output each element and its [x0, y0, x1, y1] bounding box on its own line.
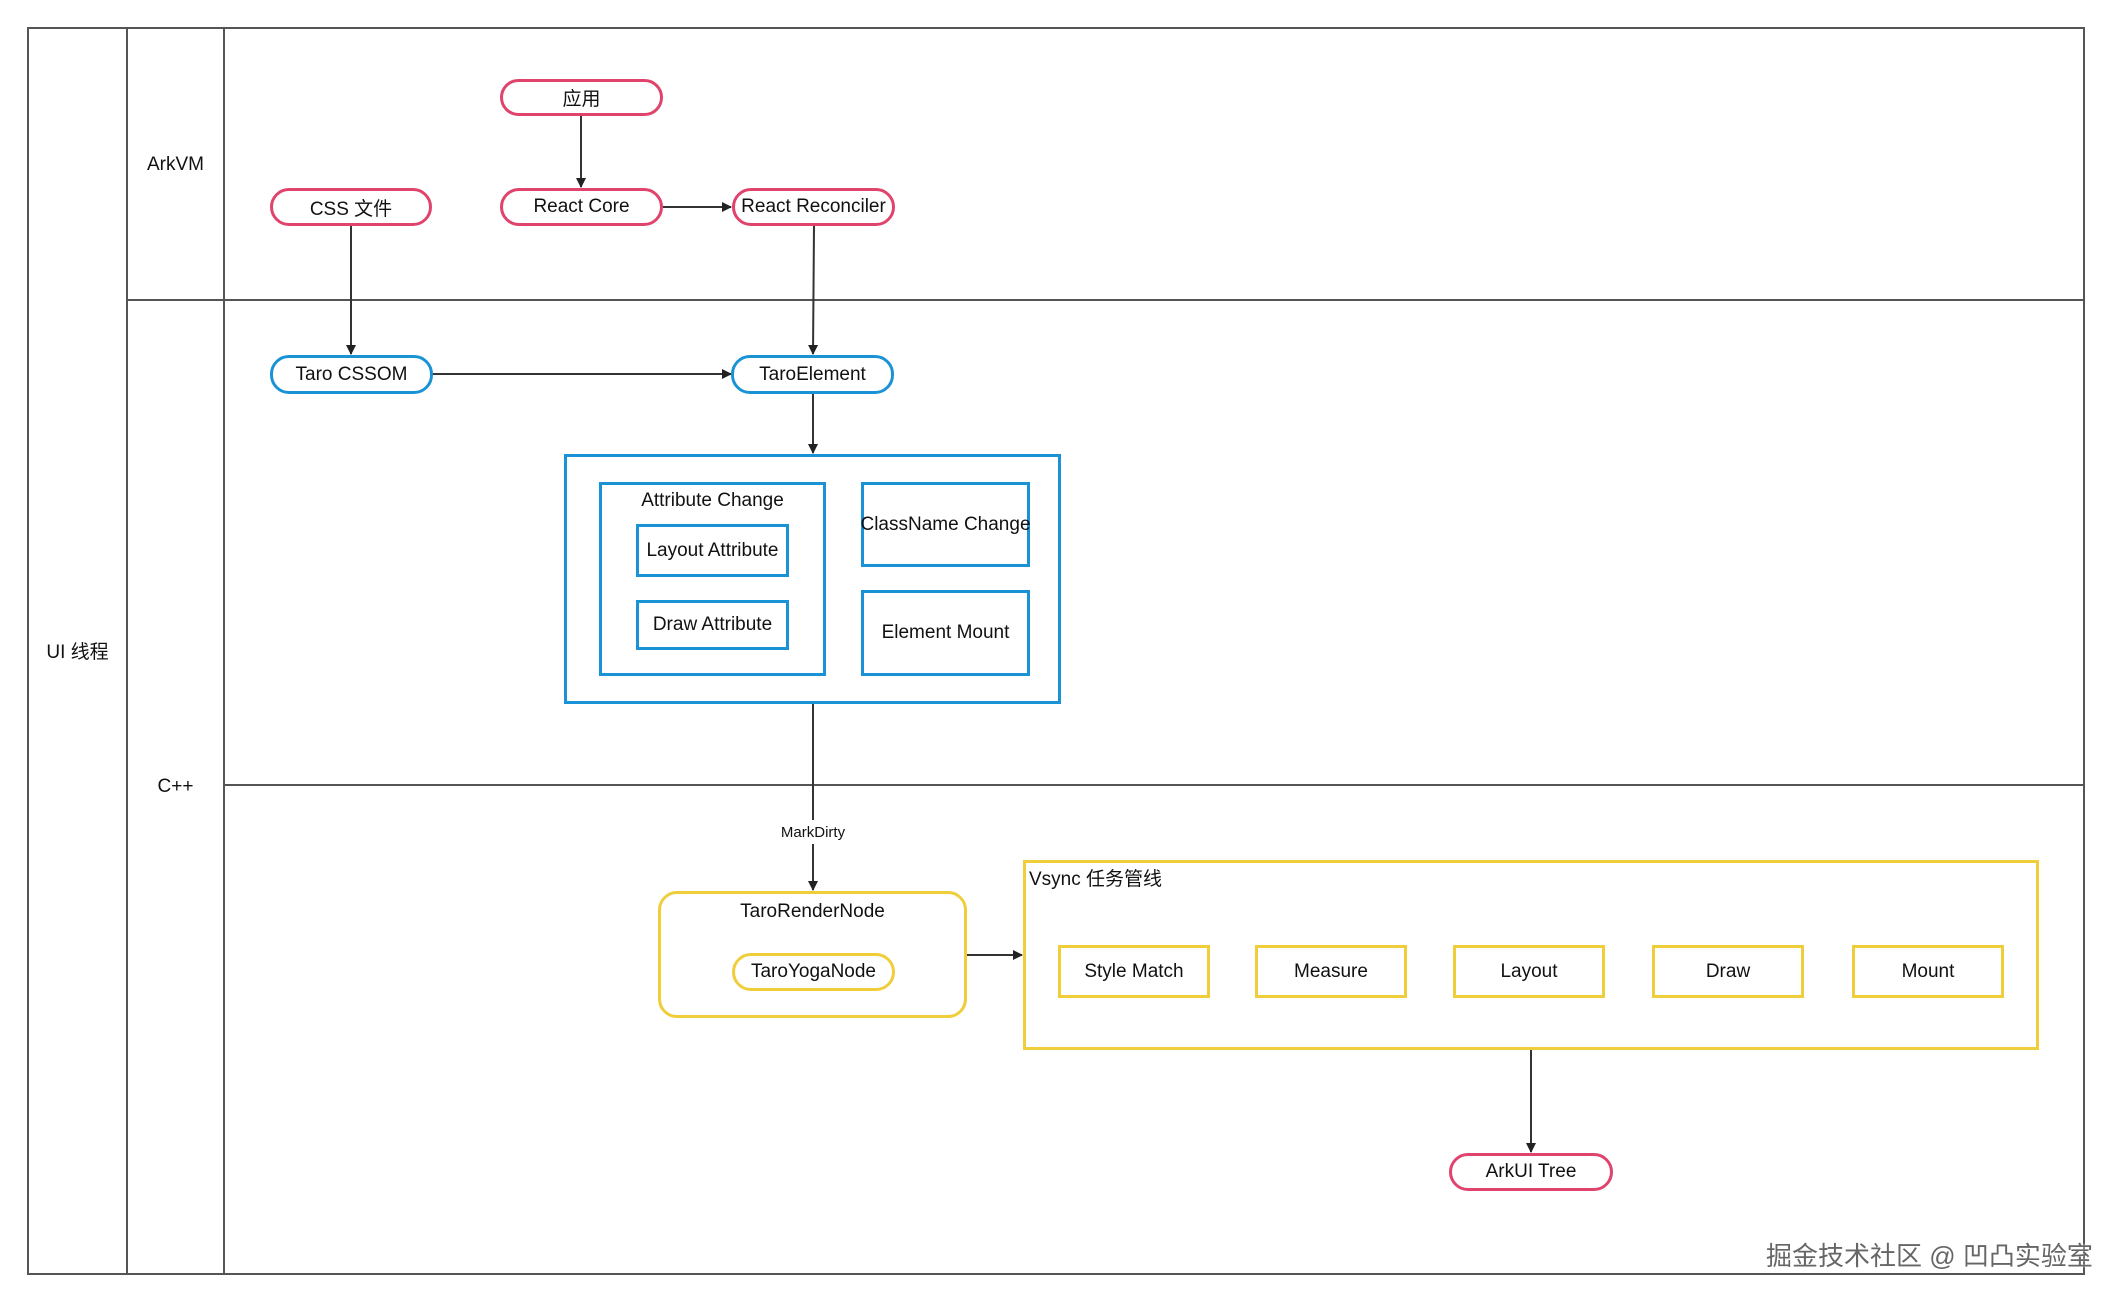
- edge-reconciler-to-taroelement: [808, 225, 819, 355]
- vsync-pipeline-title: Vsync 任务管线: [1029, 869, 1163, 890]
- node-taro-yoga-node: TaroYogaNode: [732, 953, 895, 991]
- node-element-mount: Element Mount: [861, 590, 1030, 676]
- edge-label-markdirty: MarkDirty: [772, 820, 854, 844]
- lane-label-cpp: C++: [157, 776, 194, 797]
- node-app: 应用: [500, 79, 663, 116]
- node-taro-cssom: Taro CSSOM: [270, 355, 433, 394]
- taro-render-node-title: TaroRenderNode: [740, 901, 885, 922]
- pipeline-step-style-match: Style Match: [1058, 945, 1210, 998]
- watermark: 掘金技术社区 @ 凹凸实验室: [1766, 1241, 2093, 1271]
- node-draw-attribute: Draw Attribute: [636, 600, 789, 650]
- node-arkui-tree: ArkUI Tree: [1449, 1153, 1613, 1191]
- node-classname-change: ClassName Change: [860, 482, 1031, 567]
- node-react-core: React Core: [500, 188, 663, 226]
- pipeline-step-measure: Measure: [1255, 945, 1407, 998]
- lane-label-ui-thread: UI 线程: [46, 641, 109, 663]
- lane-label-arkvm: ArkVM: [147, 154, 204, 175]
- attribute-change-title: Attribute Change: [641, 490, 784, 511]
- pipeline-step-draw: Draw: [1652, 945, 1804, 998]
- node-taro-element: TaroElement: [731, 355, 894, 394]
- pipeline-step-layout: Layout: [1453, 945, 1605, 998]
- node-layout-attribute: Layout Attribute: [636, 524, 789, 577]
- node-css-file: CSS 文件: [270, 188, 432, 226]
- node-react-reconciler: React Reconciler: [732, 188, 895, 226]
- pipeline-step-mount: Mount: [1852, 945, 2004, 998]
